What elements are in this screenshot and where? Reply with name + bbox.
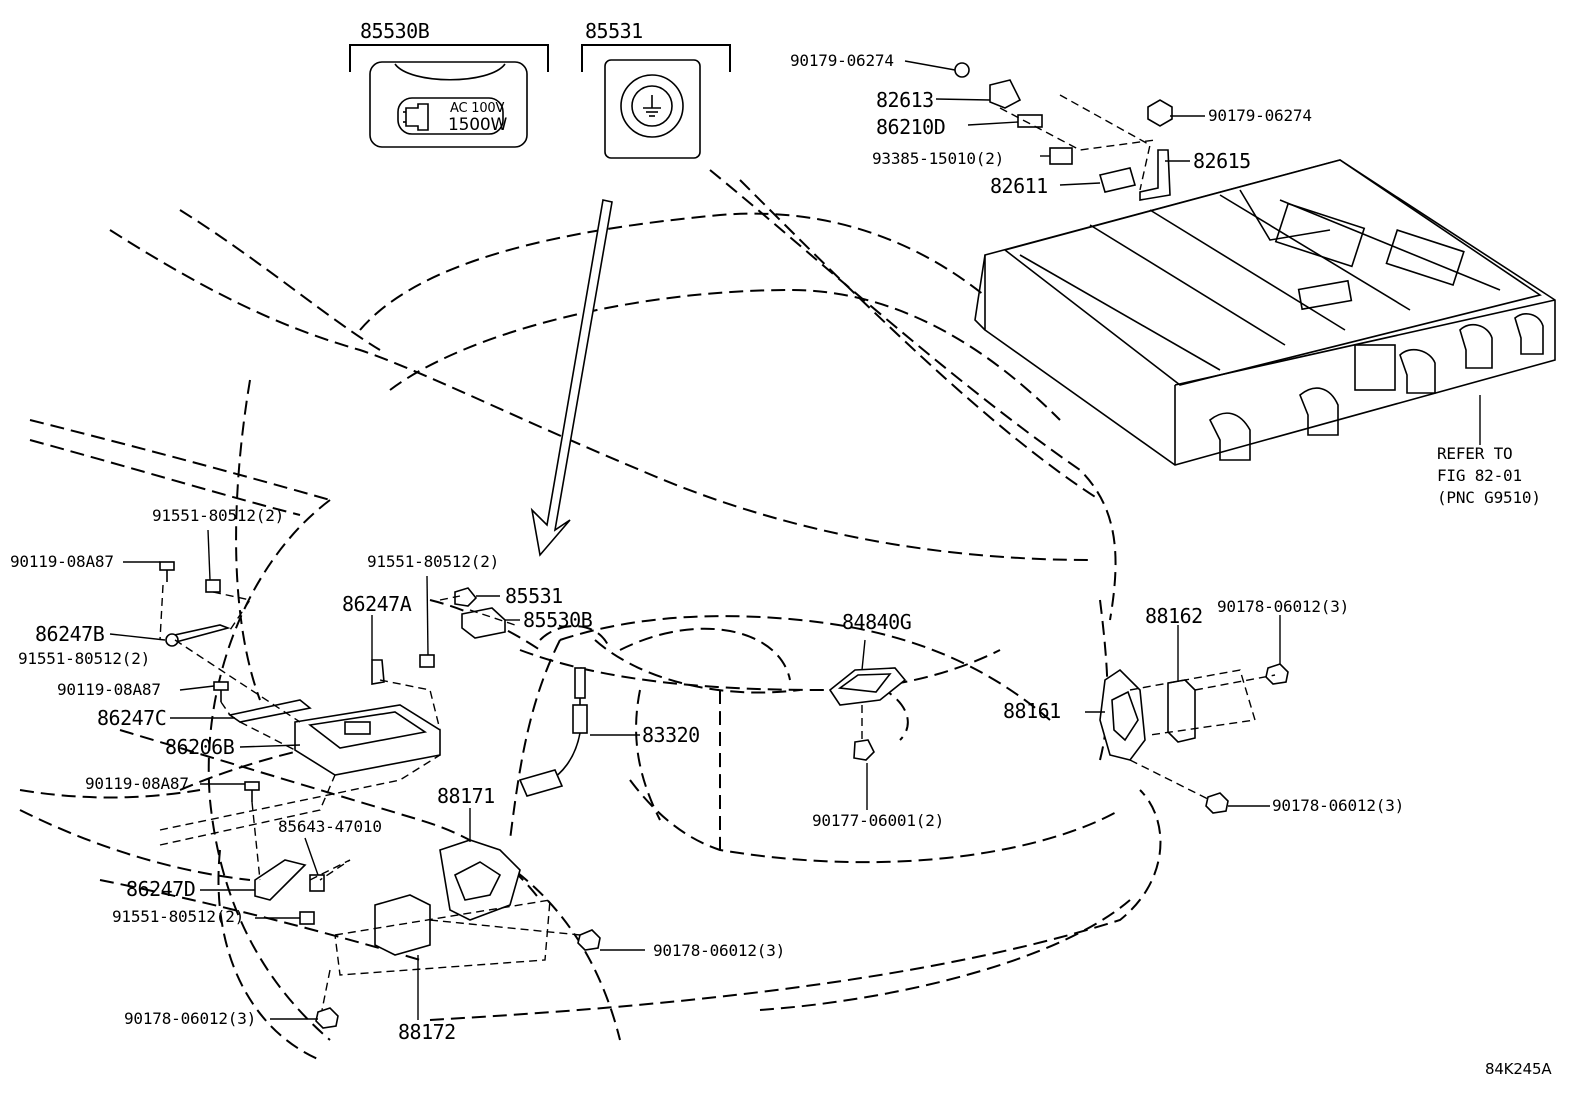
callout-86247D[interactable]: 86247D [126,877,196,901]
callout-85531[interactable]: 85531 [505,584,563,608]
battery-hardware [954,62,1173,201]
callout-85530B[interactable]: 85530B [523,608,593,632]
callout-91551-80512-lower-left[interactable]: 91551-80512(2) [112,907,245,926]
callout-90178-06012-right-lower[interactable]: 90178-06012(3) [1272,796,1405,815]
refer-note-line3: (PNC G9510) [1437,488,1541,507]
callout-90178-06012-center[interactable]: 90178-06012(3) [653,941,786,960]
inset-85531 [581,44,731,159]
callout-93385-15010[interactable]: 93385-15010(2) [872,149,1005,168]
callout-82615[interactable]: 82615 [1193,149,1251,173]
leader-lines [109,60,1281,1020]
right-side-sensor-parts [1099,663,1289,814]
callout-82613[interactable]: 82613 [876,88,934,112]
callout-84840G[interactable]: 84840G [842,610,912,634]
callout-90179-06274-top[interactable]: 90179-06274 [790,51,894,70]
callout-88161[interactable]: 88161 [1003,699,1061,723]
center-parts [315,587,907,1029]
refer-note-line1: REFER TO [1437,444,1513,463]
callout-86210D[interactable]: 86210D [876,115,946,139]
callout-91551-80512-center[interactable]: 91551-80512(2) [367,552,500,571]
callout-91551-80512-upper-left[interactable]: 91551-80512(2) [152,506,285,525]
pointer-arrow [530,199,613,557]
callout-88162[interactable]: 88162 [1145,604,1203,628]
outlet-rating-voltage: AC 100V [450,101,505,116]
callout-85643-47010[interactable]: 85643-47010 [278,817,382,836]
left-brackets-and-bolts [159,561,441,925]
inset-label-85530B: 85530B [360,19,430,43]
callout-82611[interactable]: 82611 [990,174,1048,198]
callout-90178-06012-bottom-left[interactable]: 90178-06012(3) [124,1009,257,1028]
callout-90178-06012-right-upper[interactable]: 90178-06012(3) [1217,597,1350,616]
callout-86247B[interactable]: 86247B [35,622,105,646]
hybrid-battery-pack [974,94,1556,466]
callout-86247C[interactable]: 86247C [97,706,167,730]
callout-83320[interactable]: 83320 [642,723,700,747]
callout-90179-06274-right[interactable]: 90179-06274 [1208,106,1312,125]
inset-85530B [349,44,549,148]
refer-note-line2[interactable]: FIG 82-01 [1437,466,1522,485]
outlet-rating-wattage: 1500W [448,115,508,135]
callout-90177-06001[interactable]: 90177-06001(2) [812,811,945,830]
callout-90119-08A87-lower[interactable]: 90119-08A87 [85,774,189,793]
inset-label-85531: 85531 [585,19,643,43]
figure-code: 84K245A [1485,1060,1552,1078]
callout-86247A[interactable]: 86247A [342,592,412,616]
callout-88172[interactable]: 88172 [398,1020,456,1044]
callout-90119-08A87-upper[interactable]: 90119-08A87 [10,552,114,571]
callout-90119-08A87-mid[interactable]: 90119-08A87 [57,680,161,699]
callout-86206B[interactable]: 86206B [165,735,235,759]
callout-91551-80512-left-mid[interactable]: 91551-80512(2) [18,649,151,668]
callout-88171[interactable]: 88171 [437,784,495,808]
